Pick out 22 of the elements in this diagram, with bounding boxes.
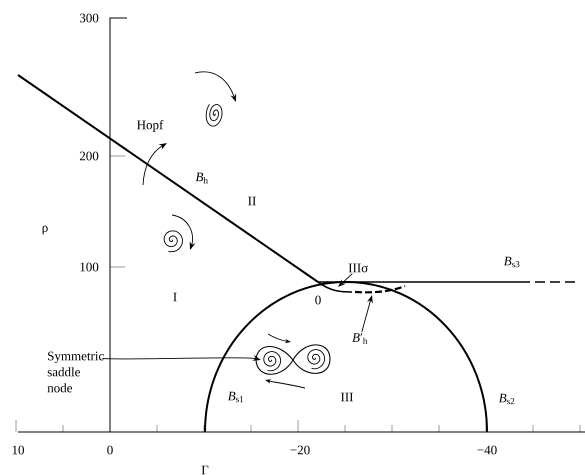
region-label: I bbox=[173, 292, 177, 302]
point-label: 0 bbox=[315, 296, 321, 304]
region-label: III bbox=[340, 392, 354, 402]
bifurcation-label: Hopf bbox=[137, 120, 164, 132]
tick-label: 0 bbox=[107, 446, 113, 454]
tick-label: 100 bbox=[80, 262, 98, 272]
curve-label: B$_{s3}$ bbox=[504, 256, 520, 268]
curve-label: B′$_{h}$ bbox=[352, 333, 368, 344]
curve-label: B$_{h}$ bbox=[196, 172, 208, 184]
tick-label: −20 bbox=[290, 446, 310, 454]
curve-label: B$_{s2}$ bbox=[498, 394, 514, 404]
tick-label: 300 bbox=[80, 14, 98, 22]
axis-label: ρ bbox=[42, 226, 48, 234]
axis-label: Γ bbox=[202, 466, 208, 474]
tick-label: 10 bbox=[12, 446, 24, 454]
curve-label: B$_{s1}$ bbox=[228, 392, 244, 402]
region-label: IIIσ bbox=[348, 264, 368, 272]
region-label: II bbox=[248, 196, 256, 206]
annotation-text: Symmetric saddle node bbox=[48, 352, 104, 392]
tick-label: 200 bbox=[80, 152, 98, 160]
tick-label: −40 bbox=[477, 446, 497, 454]
saddle-node-drawing bbox=[255, 334, 331, 388]
